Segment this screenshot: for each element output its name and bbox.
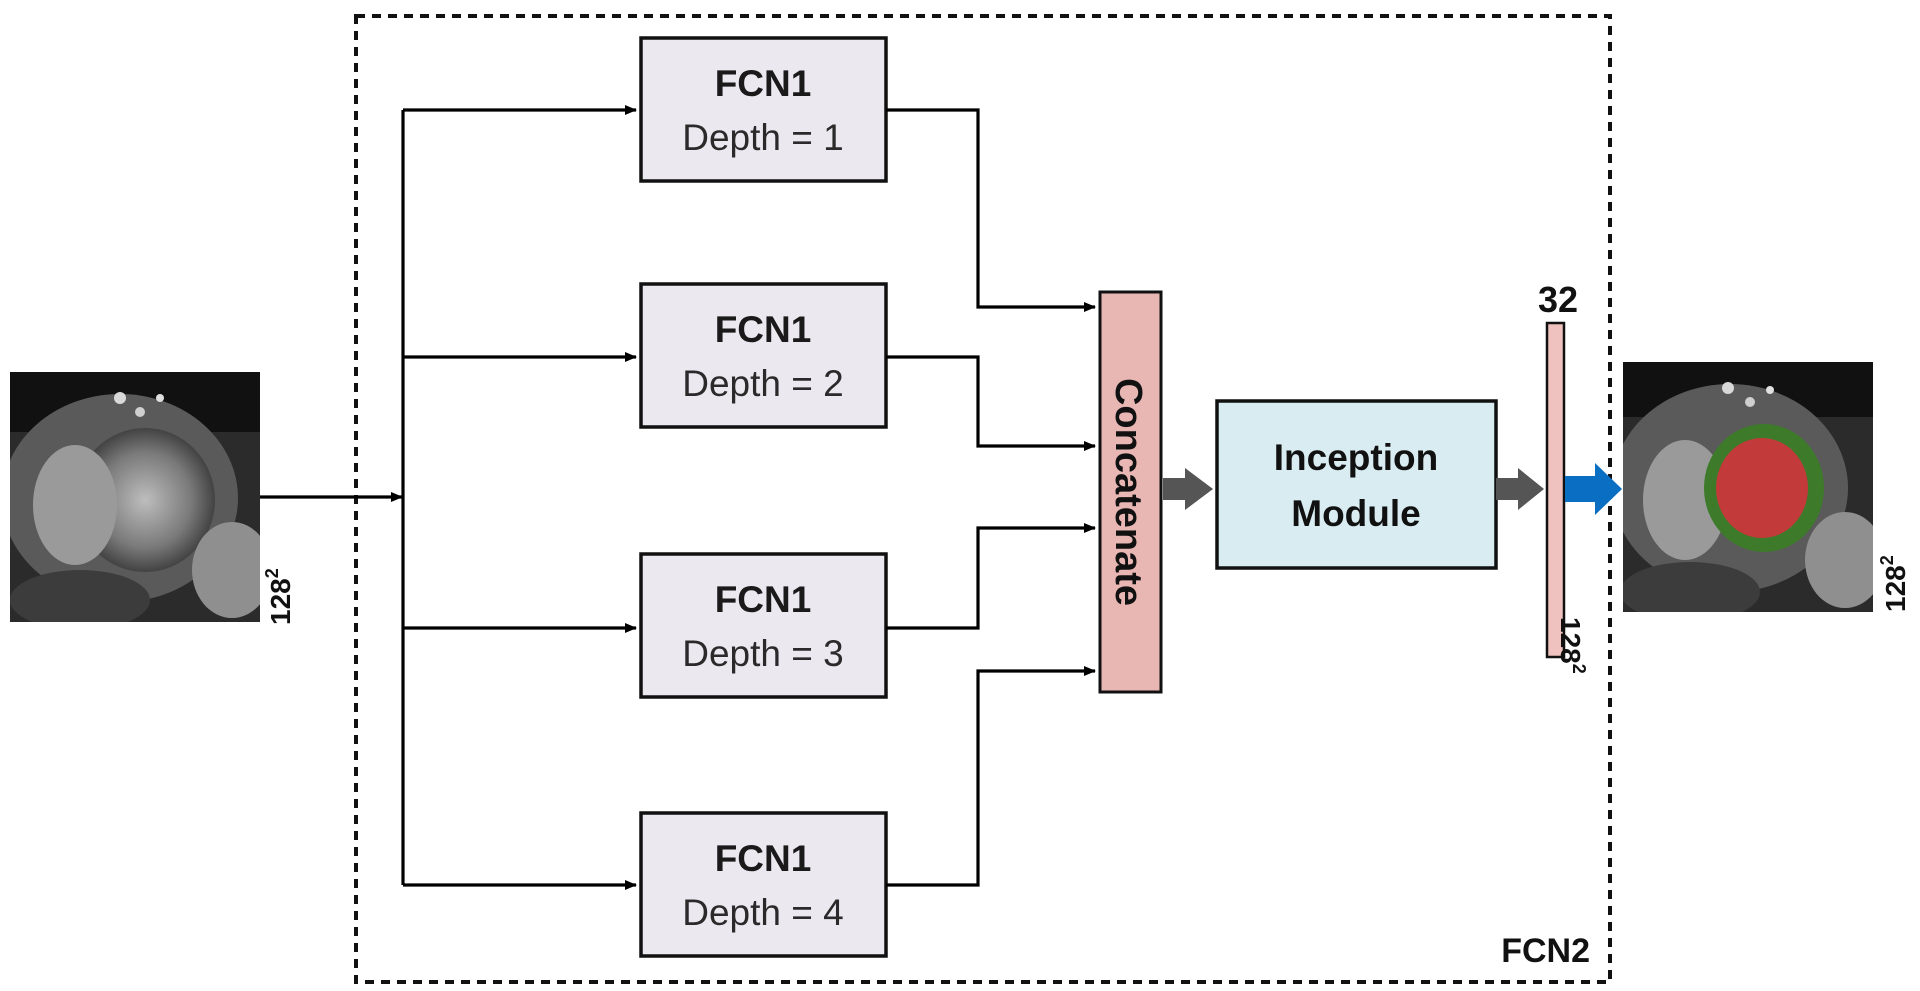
svg-text:1282: 1282 xyxy=(262,568,296,625)
inception-label-line1: Inception xyxy=(1274,437,1438,478)
concatenate-block: Concatenate xyxy=(1098,290,1163,694)
merge-arrow-1 xyxy=(886,108,1096,312)
fcn1-block-title: FCN1 xyxy=(715,579,812,620)
concatenate-label: Concatenate xyxy=(1107,378,1149,606)
segmentation-cavity xyxy=(1716,438,1808,538)
feature-map-bar xyxy=(1545,321,1566,659)
svg-text:1282: 1282 xyxy=(1877,555,1911,612)
feature-size-label: 1282 xyxy=(1555,617,1589,674)
output-size-label: 1282 xyxy=(1877,555,1911,612)
channels-label: 32 xyxy=(1538,279,1578,320)
fcn1-block-depth: Depth = 4 xyxy=(682,892,843,933)
fcn1-block-depth-1: FCN1 Depth = 1 xyxy=(639,36,888,183)
inception-label-line2: Module xyxy=(1291,493,1420,534)
gray-arrow-2 xyxy=(1496,468,1544,510)
fcn1-block-depth-3: FCN1 Depth = 3 xyxy=(639,552,888,699)
blue-output-arrow xyxy=(1565,463,1622,515)
fcn1-block-depth: Depth = 2 xyxy=(682,363,843,404)
fcn1-block-title: FCN1 xyxy=(715,63,812,104)
input-size-label: 1282 xyxy=(262,568,296,625)
merge-arrow-2 xyxy=(886,355,1096,451)
fcn1-block-depth: Depth = 3 xyxy=(682,633,843,674)
input-mri-image xyxy=(10,372,260,622)
fcn2-label: FCN2 xyxy=(1501,932,1590,970)
fcn1-block-depth-2: FCN1 Depth = 2 xyxy=(639,282,888,429)
fcn1-block-depth: Depth = 1 xyxy=(682,117,843,158)
gray-arrow-1 xyxy=(1163,468,1213,510)
merge-arrow-3 xyxy=(886,523,1096,630)
output-segmentation-image xyxy=(1623,362,1873,612)
inception-module-block: Inception Module xyxy=(1215,399,1498,570)
fcn1-block-title: FCN1 xyxy=(715,838,812,879)
svg-text:1282: 1282 xyxy=(1555,617,1589,674)
fcn1-block-depth-4: FCN1 Depth = 4 xyxy=(639,811,888,958)
fcn1-block-title: FCN1 xyxy=(715,309,812,350)
merge-arrow-4 xyxy=(886,666,1096,887)
